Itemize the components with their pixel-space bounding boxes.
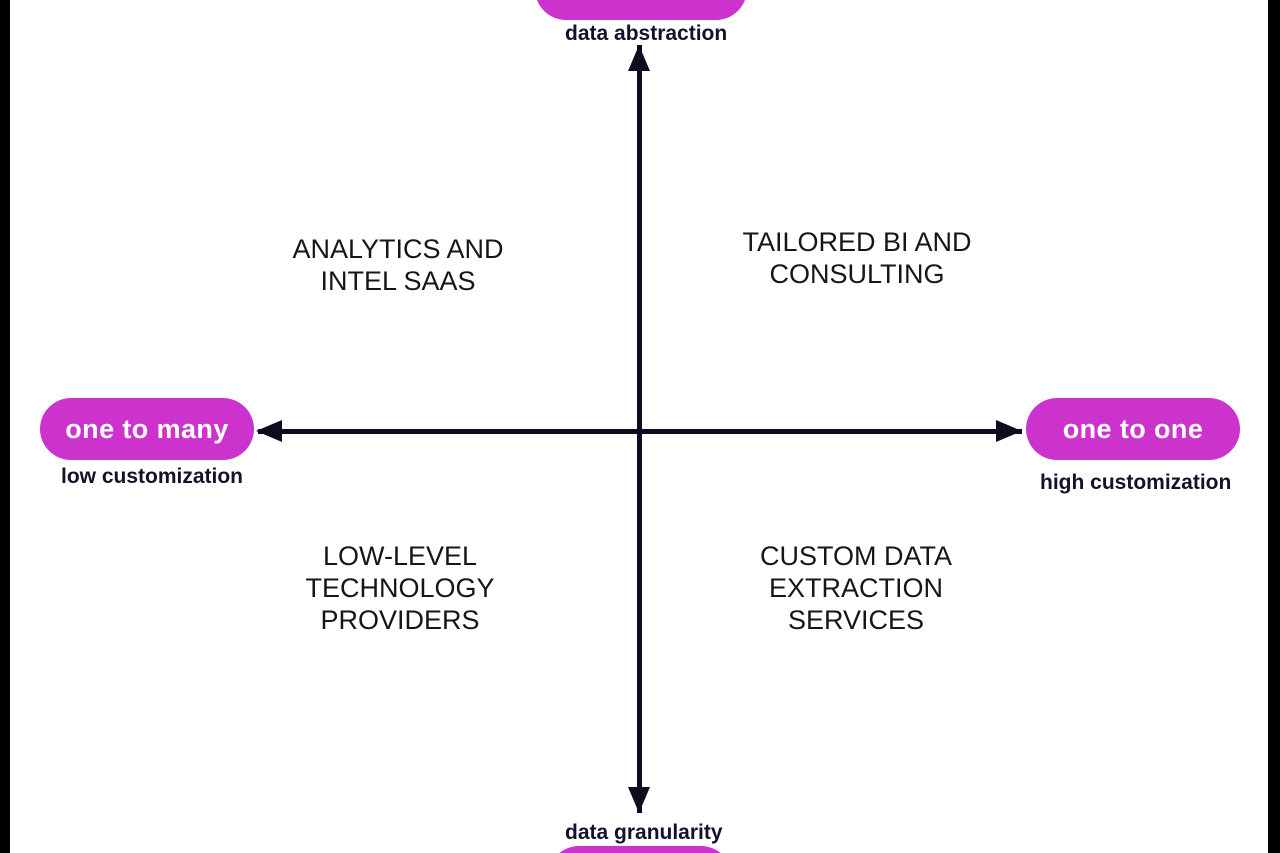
arrow-left-icon xyxy=(256,420,282,442)
axis-pill-top xyxy=(535,0,747,20)
axis-pill-one-to-many: one to many xyxy=(40,398,254,460)
quadrant-label-top-right: TAILORED BI AND CONSULTING xyxy=(742,227,972,289)
axis-caption-high-customization: high customization xyxy=(1040,471,1232,494)
slide-frame-right-bar xyxy=(1268,0,1280,853)
arrow-right-icon xyxy=(996,420,1022,442)
slide-frame-left-bar xyxy=(0,0,10,853)
quadrant-label-bottom-right: CUSTOM DATA EXTRACTION SERVICES xyxy=(759,541,952,635)
axis-caption-data-abstraction: data abstraction xyxy=(565,22,728,45)
axis-pill-one-to-one: one to one xyxy=(1026,398,1240,460)
axis-pill-bottom xyxy=(548,846,732,853)
quadrant-label-top-left: ANALYTICS AND INTEL SAAS xyxy=(292,234,504,296)
arrow-down-icon xyxy=(628,787,650,813)
arrow-up-icon xyxy=(628,45,650,71)
horizontal-axis-line xyxy=(258,429,1022,434)
axis-caption-low-customization: low customization xyxy=(61,465,244,488)
quadrant-label-bottom-left: LOW-LEVEL TECHNOLOGY PROVIDERS xyxy=(305,541,495,635)
axis-caption-data-granularity: data granularity xyxy=(565,821,723,844)
